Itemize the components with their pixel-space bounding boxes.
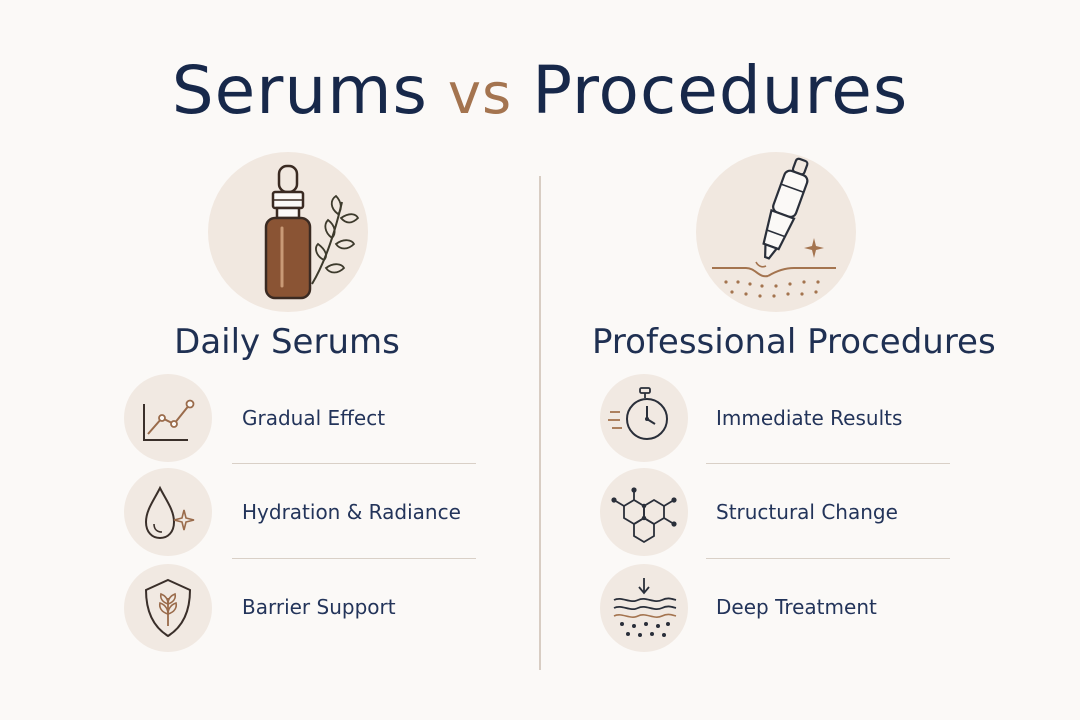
gradual-effect-label: Gradual Effect bbox=[242, 406, 386, 430]
barrier-support-label: Barrier Support bbox=[242, 595, 396, 619]
immediate-results-label: Immediate Results bbox=[716, 406, 903, 430]
daily-serums-heading: Daily Serums bbox=[174, 322, 400, 362]
serum-bottle-hero-icon bbox=[208, 152, 368, 312]
feature-divider bbox=[706, 558, 950, 559]
structural-change-label: Structural Change bbox=[716, 500, 898, 524]
title-procedures: Procedures bbox=[532, 52, 909, 129]
center-divider bbox=[539, 176, 541, 670]
microneedle-pen-hero-icon bbox=[696, 152, 856, 312]
skin-layers-arrow-icon bbox=[600, 564, 688, 652]
deep-treatment-label: Deep Treatment bbox=[716, 595, 877, 619]
shield-leaf-icon bbox=[124, 564, 212, 652]
page-title: Serums vs Procedures bbox=[0, 46, 1080, 140]
rising-line-chart-icon bbox=[124, 374, 212, 462]
hydration-radiance-label: Hydration & Radiance bbox=[242, 500, 461, 524]
feature-divider bbox=[232, 463, 476, 464]
title-serums: Serums bbox=[171, 52, 428, 129]
molecule-hexagon-icon bbox=[600, 468, 688, 556]
title-vs: vs bbox=[447, 62, 513, 127]
water-drop-sparkle-icon bbox=[124, 468, 212, 556]
stopwatch-icon bbox=[600, 374, 688, 462]
feature-divider bbox=[706, 463, 950, 464]
feature-divider bbox=[232, 558, 476, 559]
professional-procedures-heading: Professional Procedures bbox=[592, 322, 996, 362]
